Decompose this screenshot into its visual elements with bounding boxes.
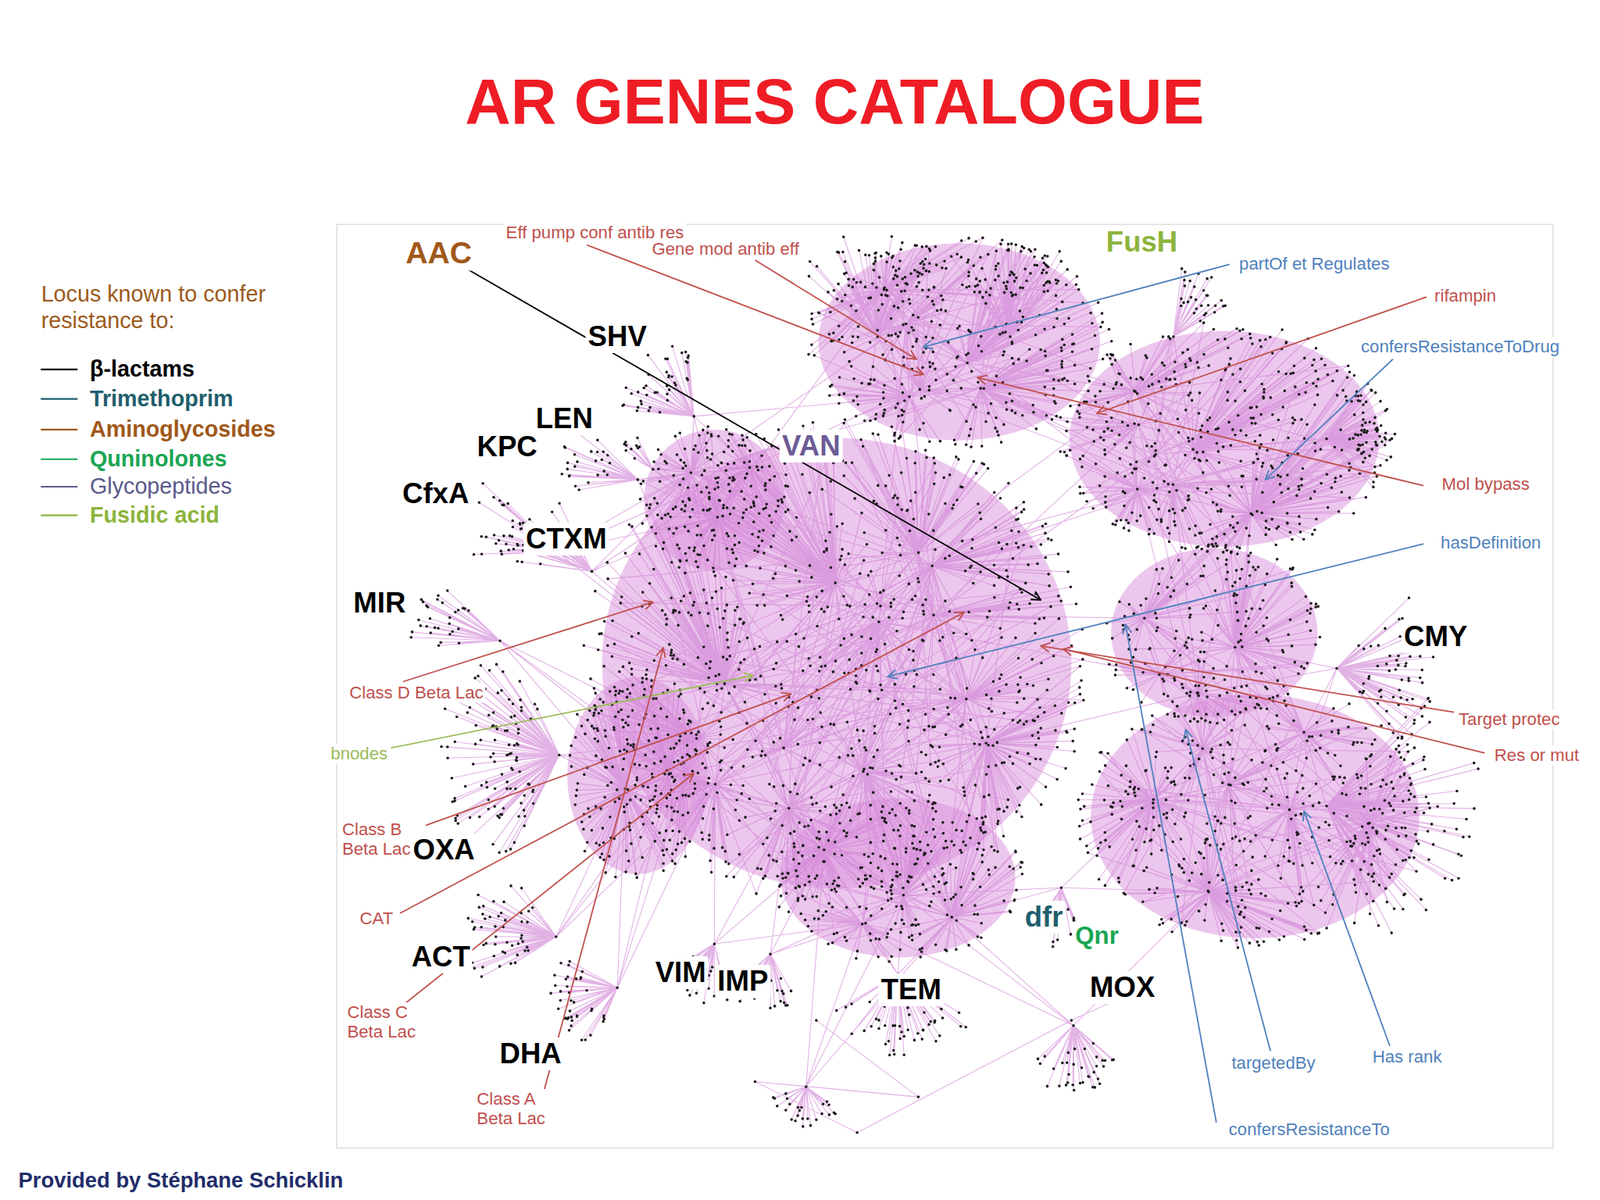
- annotation-label: confersResistanceTo: [1226, 1119, 1393, 1140]
- leader-arrow: [923, 264, 1230, 347]
- network-links: [410, 236, 1479, 1133]
- legend-samples: [40, 369, 78, 516]
- gene-label: Qnr: [1072, 921, 1122, 950]
- leader-arrow: [464, 267, 1041, 600]
- legend-heading: Locus known to confer resistance to:: [39, 281, 310, 333]
- gene-label: CfxA: [400, 477, 472, 511]
- leader-lines: [390, 244, 1485, 1122]
- leader-arrow: [1125, 624, 1217, 1122]
- annotation-label: bnodes: [328, 743, 390, 765]
- annotation-label: confersResistanceToDrug: [1358, 336, 1562, 358]
- annotation-label: Has rank: [1370, 1046, 1445, 1068]
- leader-arrow: [403, 602, 654, 683]
- annotation-label: partOf et Regulates: [1236, 254, 1392, 275]
- annotation-label: Class C Beta Lac: [344, 1002, 431, 1043]
- legend-line: [40, 368, 78, 371]
- gene-label: LEN: [533, 401, 596, 435]
- annotation-label: Class D Beta Lac: [346, 682, 486, 704]
- caption: Provided by Stéphane Schicklin: [18, 1167, 344, 1193]
- annotation-label: Res or mut: [1492, 745, 1583, 766]
- gene-label: dfr: [1022, 900, 1066, 934]
- legend-entry: β-lactams: [89, 356, 195, 383]
- leader-arrow: [586, 244, 924, 375]
- gene-label: MOX: [1087, 971, 1158, 1004]
- gene-label: IMP: [714, 964, 771, 998]
- gene-label: ACT: [409, 940, 473, 974]
- gene-label: VIM: [653, 956, 709, 990]
- legend-entry: Quninolones: [89, 446, 228, 472]
- leader-arrow: [1063, 649, 1485, 754]
- gene-label: DHA: [497, 1037, 565, 1071]
- annotation-label: Class A Beta Lac: [474, 1089, 561, 1129]
- gene-label: AAC: [403, 235, 475, 271]
- leader-arrow: [1303, 810, 1390, 1046]
- gene-label: MIR: [350, 586, 408, 620]
- title: AR GENES CATALOGUE: [464, 65, 1204, 139]
- leader-arrow: [400, 693, 791, 835]
- gene-label: OXA: [410, 833, 478, 867]
- legend-entry: Glycopeptides: [89, 474, 233, 500]
- network-frame: [336, 224, 1554, 1148]
- leader-arrow: [1040, 646, 1454, 713]
- leader-arrow: [1185, 729, 1271, 1051]
- gene-label: FusH: [1103, 225, 1180, 259]
- legend-line: [40, 485, 78, 488]
- gene-label: CMY: [1401, 620, 1470, 654]
- annotation-label: CAT: [357, 908, 397, 929]
- legend-line: [40, 514, 78, 516]
- gene-label: VAN: [779, 429, 843, 463]
- gene-label: KPC: [475, 430, 540, 464]
- leader-arrow: [400, 612, 965, 914]
- leader-arrow: [887, 543, 1424, 677]
- legend-entry: Aminoglycosides: [89, 416, 276, 443]
- leader-arrow: [403, 773, 694, 1005]
- legend-line: [40, 458, 78, 461]
- gene-label: SHV: [585, 320, 650, 354]
- leader-arrow: [977, 377, 1424, 486]
- legend-line: [40, 428, 78, 431]
- gene-label: TEM: [878, 973, 944, 1007]
- legend-line: [40, 398, 78, 400]
- legend-entry: Fusidic acid: [89, 502, 220, 529]
- network-dots: [409, 235, 1480, 1135]
- legend-entry: Trimethoprim: [89, 385, 234, 412]
- leader-arrow: [755, 260, 917, 360]
- annotation-label: rifampin: [1432, 285, 1499, 307]
- annotation-label: Mol bypass: [1439, 475, 1533, 496]
- annotation-label: hasDefinition: [1438, 532, 1543, 554]
- leader-arrow: [1265, 359, 1393, 480]
- annotation-label: targetedBy: [1228, 1053, 1318, 1074]
- annotation-label: Target protec: [1456, 709, 1563, 730]
- annotation-label: Gene mod antib eff: [649, 239, 801, 260]
- gene-label: CTXM: [523, 522, 610, 556]
